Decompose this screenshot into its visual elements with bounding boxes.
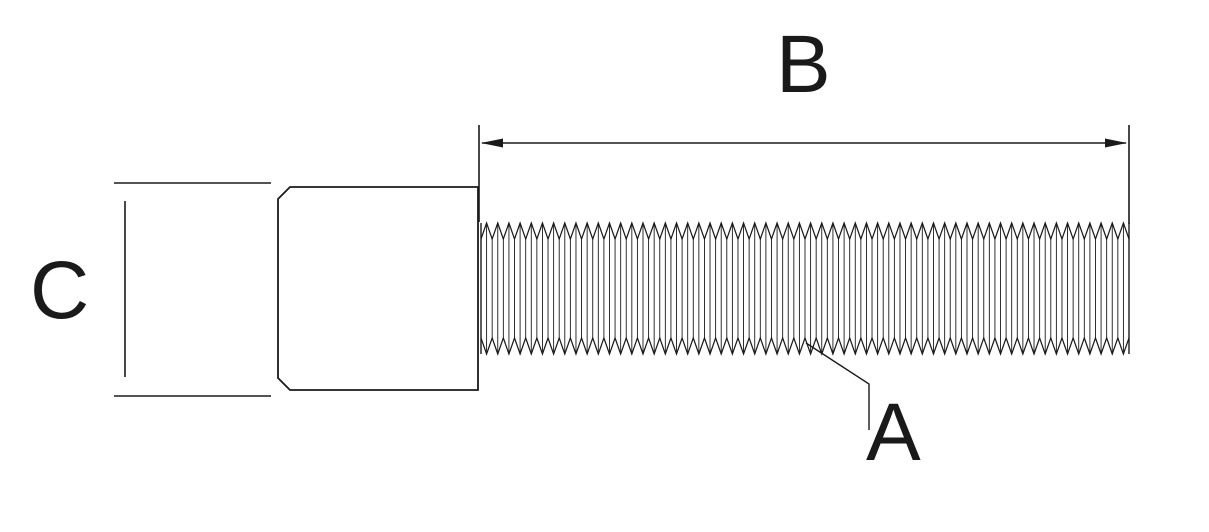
thread-bottom-profile	[480, 336, 1130, 356]
leader-line-a	[805, 342, 870, 430]
dimension-label-a: A	[866, 387, 921, 478]
thread-top-profile	[480, 221, 1130, 241]
dimension-label-b: B	[776, 19, 831, 110]
dimension-b-right-arrow	[1105, 138, 1127, 148]
bolt-head	[277, 186, 479, 391]
threaded-shaft	[480, 221, 1130, 356]
dimension-label-c: C	[30, 245, 90, 336]
dimension-b-left-arrow	[481, 138, 503, 148]
